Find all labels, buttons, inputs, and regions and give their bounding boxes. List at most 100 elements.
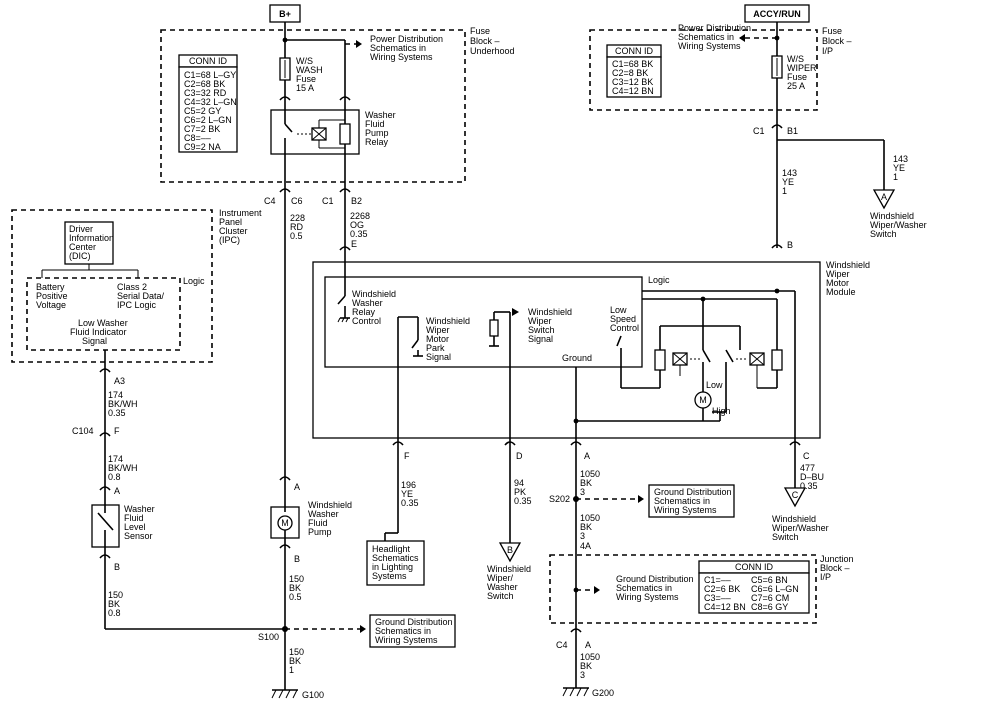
- svg-text:Switch: Switch: [870, 229, 897, 239]
- svg-text:477: 477: [800, 463, 815, 473]
- pin-b1: B1: [787, 126, 798, 136]
- pin-f-c104: F: [114, 426, 120, 436]
- pin-c1-ip: C1: [753, 126, 765, 136]
- svg-text:1050: 1050: [580, 513, 600, 523]
- ip-conn-id-table: CONN ID C1=68 BK C2=8 BK C3=12 BK C4=12 …: [606, 44, 662, 98]
- svg-text:196: 196: [401, 480, 416, 490]
- svg-text:Wiring Systems: Wiring Systems: [375, 635, 438, 645]
- svg-text:Battery: Battery: [36, 282, 65, 292]
- motor-high-label: High: [712, 406, 731, 416]
- svg-text:Schematics in: Schematics in: [678, 32, 734, 42]
- svg-text:BK: BK: [108, 599, 120, 609]
- svg-text:Schematics in: Schematics in: [370, 43, 426, 53]
- svg-text:Fuse: Fuse: [470, 26, 490, 36]
- svg-text:in Lighting: in Lighting: [372, 562, 413, 572]
- svg-text:Block –: Block –: [470, 36, 500, 46]
- low-speed-control-label: Low Speed Control: [610, 305, 639, 333]
- svg-text:Level: Level: [124, 522, 146, 532]
- wire-2268-label: 2268 OG 0.35: [350, 211, 370, 239]
- svg-text:Ground Distribution: Ground Distribution: [654, 487, 732, 497]
- svg-text:BK: BK: [289, 583, 301, 593]
- svg-text:Block –: Block –: [820, 563, 850, 573]
- bplus-power-label: B+: [269, 4, 301, 23]
- svg-text:(IPC): (IPC): [219, 235, 240, 245]
- svg-text:C8=6 GY: C8=6 GY: [751, 602, 788, 612]
- svg-text:Power Distribution: Power Distribution: [370, 34, 443, 44]
- svg-text:0.35: 0.35: [401, 498, 419, 508]
- svg-text:0.35: 0.35: [108, 408, 126, 418]
- svg-text:C1=––: C1=––: [704, 575, 731, 585]
- pin-a3: A3: [114, 376, 125, 386]
- svg-text:C: C: [792, 490, 799, 500]
- svg-text:150: 150: [108, 590, 123, 600]
- svg-text:1: 1: [782, 186, 787, 196]
- svg-text:Sensor: Sensor: [124, 531, 153, 541]
- ref-a-arrow: A: [872, 189, 896, 210]
- pin-c4-jb: C4: [556, 640, 568, 650]
- svg-text:C4=12 BN: C4=12 BN: [704, 602, 746, 612]
- svg-text:RD: RD: [290, 222, 303, 232]
- module-logic-label: Logic: [648, 275, 670, 285]
- svg-text:OG: OG: [350, 220, 364, 230]
- svg-text:I/P: I/P: [822, 46, 833, 56]
- pin-e: E: [351, 239, 357, 249]
- pin-c-module: C: [803, 451, 810, 461]
- svg-text:143: 143: [782, 168, 797, 178]
- svg-text:Wiper: Wiper: [826, 269, 850, 279]
- svg-text:Park: Park: [426, 343, 445, 353]
- svg-text:W/S: W/S: [296, 56, 313, 66]
- wire-1050-upper-label: 1050 BK 3: [580, 469, 600, 497]
- svg-text:3: 3: [580, 487, 585, 497]
- svg-text:I/P: I/P: [820, 572, 831, 582]
- svg-text:Washer: Washer: [487, 582, 518, 592]
- svg-text:Signal: Signal: [82, 336, 107, 346]
- pin-c4: C4: [264, 196, 276, 206]
- svg-text:YE: YE: [401, 489, 413, 499]
- svg-text:C9=2 NA: C9=2 NA: [184, 142, 221, 152]
- svg-text:1: 1: [289, 665, 294, 675]
- svg-text:Switch: Switch: [772, 532, 799, 542]
- svg-text:Wiper: Wiper: [528, 316, 552, 326]
- pin-a-pump: A: [294, 482, 300, 492]
- ws-wash-fuse-label: W/S WASH Fuse 15 A: [296, 56, 323, 93]
- svg-text:C8=––: C8=––: [184, 133, 211, 143]
- ground-g100-icon: [271, 689, 298, 699]
- svg-text:C4=32 L–GN: C4=32 L–GN: [184, 97, 237, 107]
- svg-text:D–BU: D–BU: [800, 472, 824, 482]
- wire-477-label: 477 D–BU 0.35: [800, 463, 824, 491]
- svg-text:Low: Low: [610, 305, 627, 315]
- wire-174-upper-label: 174 BK/WH 0.35: [108, 390, 138, 418]
- ref-c-arrow: C: [783, 487, 807, 508]
- wire-1050-middle-label: 1050 BK 3: [580, 513, 600, 541]
- svg-text:Windshield: Windshield: [352, 289, 396, 299]
- park-signal-label: Windshield Wiper Motor Park Signal: [426, 316, 470, 362]
- svg-text:CONN ID: CONN ID: [615, 46, 654, 56]
- svg-text:Wiper/: Wiper/: [487, 573, 514, 583]
- svg-text:Windshield: Windshield: [826, 260, 870, 270]
- ipc-logic-label: Logic: [183, 276, 205, 286]
- wire-228-label: 228 RD 0.5: [290, 213, 305, 241]
- svg-text:C3=32 RD: C3=32 RD: [184, 88, 227, 98]
- svg-text:WASH: WASH: [296, 65, 323, 75]
- svg-text:Fuse: Fuse: [787, 72, 807, 82]
- svg-text:1050: 1050: [580, 469, 600, 479]
- wire-94-label: 94 PK 0.35: [514, 478, 532, 506]
- svg-text:Wiper: Wiper: [426, 325, 450, 335]
- pin-4a: 4A: [580, 541, 591, 551]
- switch-signal-label: Windshield Wiper Switch Signal: [528, 307, 572, 344]
- svg-text:150: 150: [289, 574, 304, 584]
- wiper-motor-module-title: Windshield Wiper Motor Module: [826, 260, 870, 297]
- svg-text:Driver: Driver: [69, 224, 93, 234]
- svg-text:Class 2: Class 2: [117, 282, 147, 292]
- ipc-boundary: [11, 209, 213, 363]
- svg-text:C2=68 BK: C2=68 BK: [184, 79, 225, 89]
- ground-distribution-ref-jb: Ground Distribution Schematics in Wiring…: [616, 574, 694, 602]
- fuse-block-underhood-title: Fuse Block – Underhood: [470, 26, 515, 56]
- washer-pump-relay-label: Washer Fluid Pump Relay: [365, 110, 396, 147]
- svg-text:Schematics in: Schematics in: [375, 626, 431, 636]
- module-ground-label: Ground: [562, 353, 592, 363]
- motor-low-label: Low: [706, 380, 723, 390]
- svg-text:Wiper/Washer: Wiper/Washer: [870, 220, 927, 230]
- svg-text:C3=12 BK: C3=12 BK: [612, 77, 653, 87]
- svg-text:Ground Distribution: Ground Distribution: [375, 617, 453, 627]
